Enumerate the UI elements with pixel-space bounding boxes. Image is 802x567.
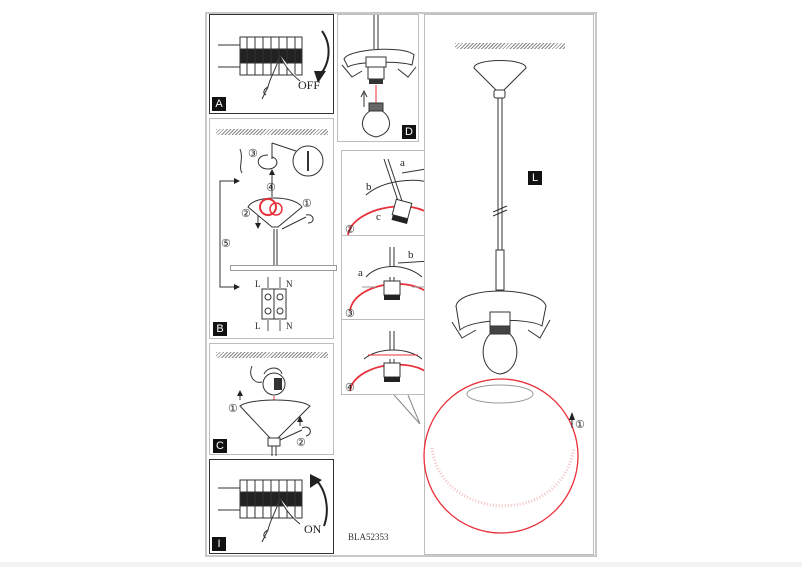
letter-b: b xyxy=(408,249,414,261)
glass-mount-illustration xyxy=(347,158,443,392)
substep-3-marker: ③ xyxy=(345,308,355,320)
step-tag-l: L xyxy=(528,171,542,185)
terminal-n-top: N xyxy=(286,279,293,289)
marker-5: ⑤ xyxy=(221,238,231,250)
ceiling-divider xyxy=(230,265,337,271)
substep-2-marker: ② xyxy=(345,224,355,236)
marker-3: ③ xyxy=(248,148,258,160)
ceiling-hatch xyxy=(216,352,328,358)
lift-marker: ① xyxy=(575,419,585,431)
letter-a: a xyxy=(400,157,405,169)
ceiling-hatch xyxy=(455,43,565,49)
step-tag-b: B xyxy=(213,322,227,336)
breaker-off-illustration xyxy=(218,30,330,100)
page-bottom-edge xyxy=(0,562,802,567)
substep-divider xyxy=(342,235,442,236)
substep-4-marker: ④ xyxy=(345,382,355,394)
marker-2: ② xyxy=(296,437,306,449)
marker-4: ④ xyxy=(266,182,276,194)
breaker-on-illustration xyxy=(218,474,328,543)
letter-b: b xyxy=(366,181,372,193)
marker-1: ① xyxy=(228,403,238,415)
terminal-l-bottom: L xyxy=(255,321,261,331)
wiring-illustration xyxy=(219,142,324,331)
terminal-n-bottom: N xyxy=(286,321,293,331)
canopy-fix-illustration xyxy=(237,365,311,456)
document-code: BLA52353 xyxy=(348,532,389,542)
letter-c: c xyxy=(376,211,381,223)
step-a-panel: OFF A xyxy=(209,14,334,114)
marker-1: ① xyxy=(302,198,312,210)
step-d-panel: D xyxy=(337,14,419,142)
step-b-panel: ③ ④ ① ② ⑤ L N L N B xyxy=(209,118,337,339)
marker-2: ② xyxy=(241,208,251,220)
on-label: ON xyxy=(304,522,322,536)
substep-divider xyxy=(342,319,442,320)
step-tag-i: I xyxy=(212,537,226,551)
letter-a: a xyxy=(358,267,363,279)
step-tag-a: A xyxy=(212,97,226,111)
ceiling-hatch xyxy=(216,129,328,135)
step-tag-d: D xyxy=(402,125,416,139)
step-tag-c: C xyxy=(213,439,227,453)
step-i-panel: ON I xyxy=(209,459,334,554)
bulb-insert-illustration xyxy=(341,15,417,138)
terminal-l-top: L xyxy=(255,279,261,289)
off-label: OFF xyxy=(298,78,321,92)
step-c-panel: ① ② C xyxy=(209,343,334,456)
